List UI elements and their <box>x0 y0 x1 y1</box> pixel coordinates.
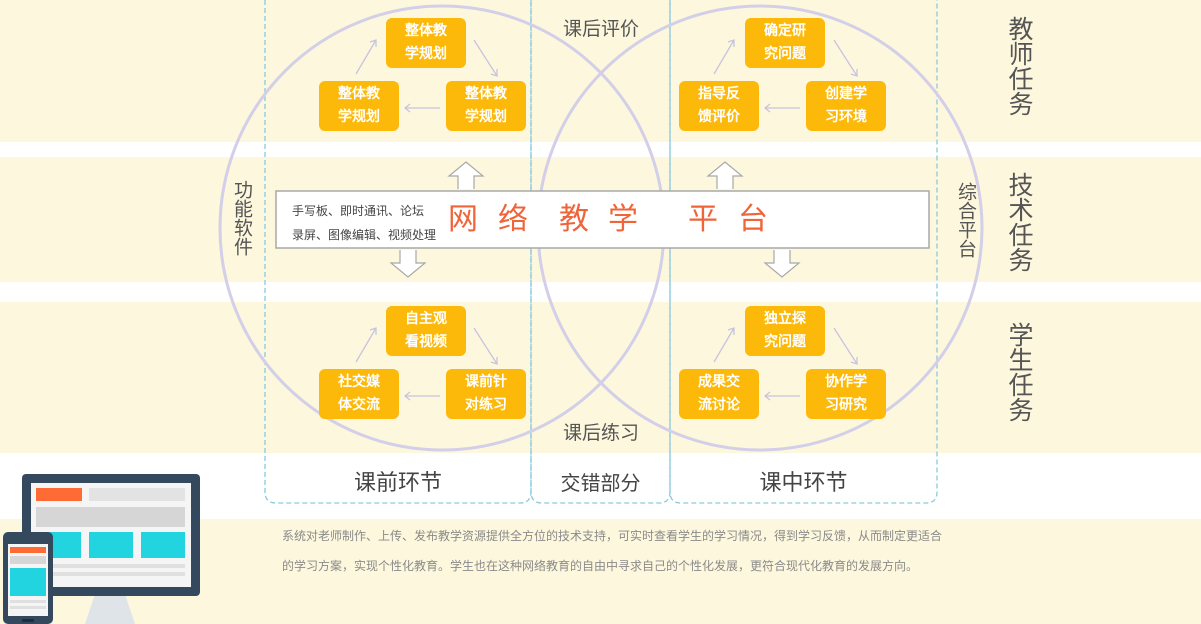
box-line: 成果交 <box>698 374 740 390</box>
box-line: 创建学 <box>825 86 867 102</box>
down-arrow-left <box>389 250 427 278</box>
down-arrow-right <box>763 250 801 278</box>
pre-class-segment-label: 课前环节 <box>353 471 442 496</box>
box-line: 对练习 <box>465 397 507 413</box>
box-line: 体交流 <box>338 397 380 413</box>
cycle-arrow <box>403 391 440 401</box>
cycle-arrow <box>473 327 498 365</box>
platform-title-char: 学 <box>608 202 638 237</box>
platform-title-char: 网 <box>448 202 478 237</box>
up-arrow-right <box>706 161 744 189</box>
box-line: 确定研 <box>764 23 806 39</box>
teacher-pre-right-box: 整体教学规划 <box>446 81 526 131</box>
footer-band <box>0 519 1201 624</box>
box-line: 社交媒 <box>338 374 380 390</box>
box-line: 馈评价 <box>698 109 740 125</box>
in-class-segment-label: 课中环节 <box>759 471 848 496</box>
platform-tools-line2: 录屏、图像编辑、视频处理 <box>292 228 437 242</box>
box-line: 整体教 <box>405 23 447 39</box>
platform-tools-line1: 手写板、即时通讯、论坛 <box>292 204 425 218</box>
box-line: 学规划 <box>338 109 380 125</box>
box-line: 看视频 <box>405 334 447 350</box>
integrated-platform-label: 综合平台 <box>955 182 977 258</box>
cycle-arrow <box>713 327 735 363</box>
box-line: 自主观 <box>405 311 447 327</box>
student-in-left-box: 成果交流讨论 <box>679 369 759 419</box>
cycle-arrow <box>833 327 858 365</box>
teacher-pre-top-box: 整体教学规划 <box>386 18 466 68</box>
overlap-dashed-frame <box>530 0 671 504</box>
up-arrow-left <box>447 161 485 189</box>
box-line: 学规划 <box>465 109 507 125</box>
pre-class-dashed-frame <box>264 0 532 504</box>
box-line: 整体教 <box>465 86 507 102</box>
overlap-segment-label: 交错部分 <box>560 471 641 495</box>
monitor-stand <box>85 594 135 624</box>
description-text: 系统对老师制作、上传、发布教学资源提供全方位的技术支持，可实时查看学生的学习情况… <box>282 529 943 573</box>
platform-title-char: 台 <box>738 202 768 237</box>
box-line: 协作学 <box>825 374 867 390</box>
platform-bar <box>275 190 930 249</box>
post-class-practice-label: 课后练习 <box>563 422 640 444</box>
box-line: 习研究 <box>825 397 867 413</box>
teacher-pre-left-box: 整体教学规划 <box>319 81 399 131</box>
box-line: 究问题 <box>764 334 806 350</box>
teacher-task-label: 教师任务 <box>1005 16 1034 116</box>
cycle-arrow <box>355 39 377 75</box>
cycle-arrow <box>763 103 800 113</box>
cycle-arrow <box>403 103 440 113</box>
cycle-arrow <box>473 39 498 77</box>
tech-task-label: 技术任务 <box>1005 172 1034 272</box>
student-in-top-box: 独立探究问题 <box>745 306 825 356</box>
box-line: 整体教 <box>338 86 380 102</box>
cycle-arrow <box>833 39 858 77</box>
devices-illustration <box>3 474 200 624</box>
teacher-in-right-box: 创建学习环境 <box>806 81 886 131</box>
platform-tools: 手写板、即时通讯、论坛 录屏、图像编辑、视频处理 <box>292 199 436 247</box>
platform-title-char: 教 <box>559 202 589 237</box>
box-line: 习环境 <box>825 109 867 125</box>
teacher-in-left-box: 指导反馈评价 <box>679 81 759 131</box>
box-line: 学规划 <box>405 46 447 62</box>
student-task-label: 学生任务 <box>1005 322 1034 422</box>
box-line: 独立探 <box>764 311 806 327</box>
box-line: 流讨论 <box>698 397 740 413</box>
cycle-arrow <box>763 391 800 401</box>
teacher-in-top-box: 确定研究问题 <box>745 18 825 68</box>
function-software-label: 功能软件 <box>231 180 253 256</box>
cycle-arrow <box>355 327 377 363</box>
box-line: 究问题 <box>764 46 806 62</box>
cycle-arrow <box>713 39 735 75</box>
student-pre-left-box: 社交媒体交流 <box>319 369 399 419</box>
post-class-evaluation-label: 课后评价 <box>563 18 640 40</box>
student-band <box>0 302 1201 453</box>
student-pre-top-box: 自主观看视频 <box>386 306 466 356</box>
student-in-right-box: 协作学习研究 <box>806 369 886 419</box>
student-pre-right-box: 课前针对练习 <box>446 369 526 419</box>
platform-title-char: 络 <box>498 202 528 237</box>
in-class-dashed-frame <box>669 0 938 504</box>
box-line: 课前针 <box>465 374 507 390</box>
platform-title-char: 平 <box>688 202 718 237</box>
box-line: 指导反 <box>698 86 740 102</box>
